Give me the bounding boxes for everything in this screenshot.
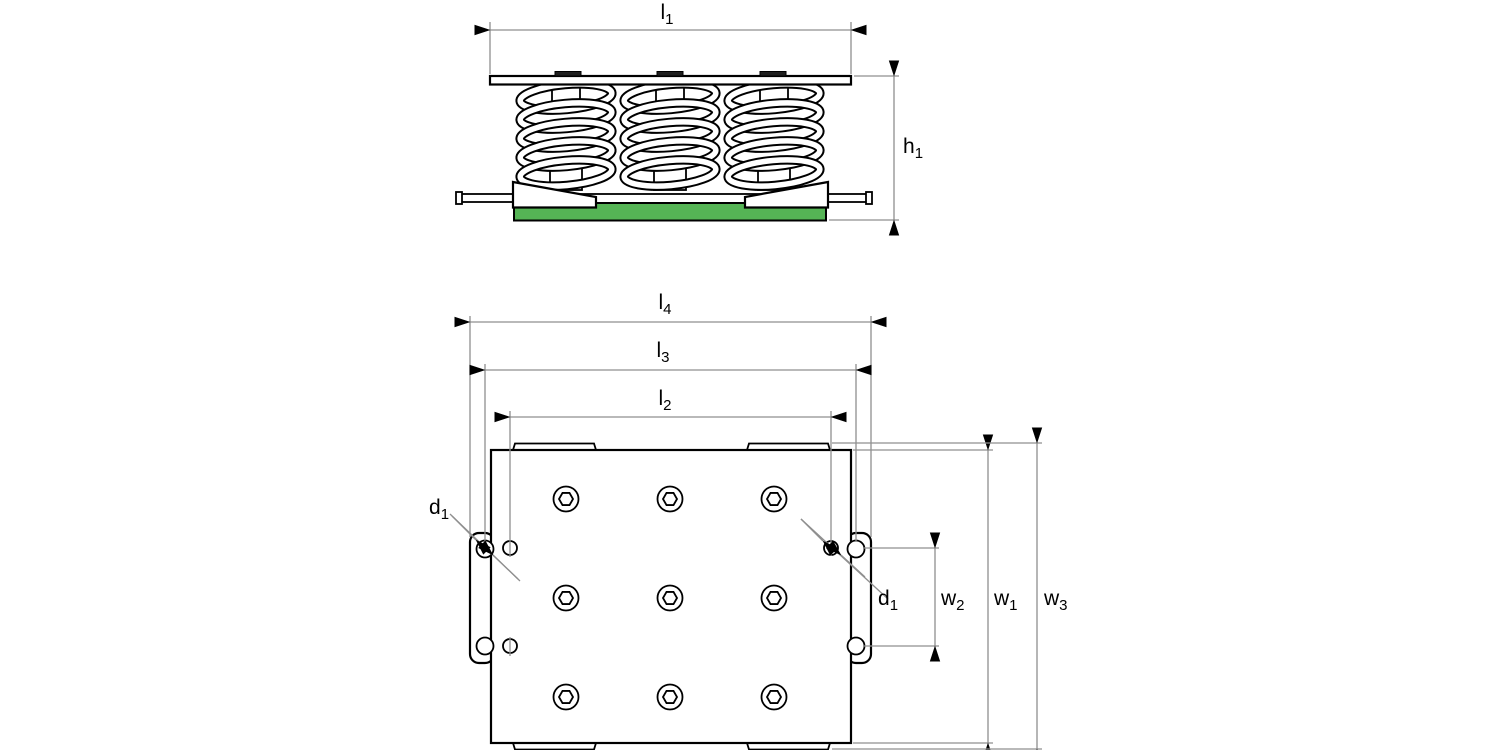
dim-label-l2: l2 bbox=[658, 387, 672, 415]
right-rod-cap bbox=[865, 191, 873, 205]
dim-label-w3: w3 bbox=[1044, 587, 1068, 615]
right-clamp-bracket bbox=[743, 180, 830, 209]
top-tab-middle bbox=[656, 71, 684, 77]
dim-label-l4: l4 bbox=[658, 291, 672, 319]
left-clamp-bracket bbox=[511, 180, 598, 209]
dim-w2 bbox=[864, 532, 941, 662]
dim-d1-left bbox=[449, 513, 521, 582]
plan-view bbox=[449, 316, 1043, 750]
side-elevation-view bbox=[455, 22, 900, 236]
dim-w1 bbox=[853, 434, 994, 750]
top-plate bbox=[488, 74, 853, 86]
right-rod bbox=[825, 193, 870, 203]
dim-l4 bbox=[454, 316, 887, 537]
dim-label-w1: w1 bbox=[994, 587, 1018, 615]
dim-l1 bbox=[474, 22, 867, 74]
dim-label-d1-left: d1 bbox=[429, 496, 450, 524]
flange-hole bbox=[475, 636, 495, 656]
spring-middle bbox=[623, 81, 717, 190]
flange-hole bbox=[846, 636, 866, 656]
dim-label-l3: l3 bbox=[656, 339, 670, 367]
dim-w3 bbox=[832, 427, 1043, 750]
top-tab-left bbox=[554, 71, 582, 77]
dim-d1-right bbox=[800, 518, 889, 600]
left-rod-cap bbox=[455, 191, 463, 205]
dim-label-h1: h1 bbox=[903, 135, 924, 163]
dim-label-l1: l1 bbox=[660, 1, 674, 29]
left-rod bbox=[458, 193, 516, 203]
dim-l3 bbox=[469, 364, 872, 549]
spring-left bbox=[519, 81, 613, 190]
dim-l2 bbox=[494, 411, 847, 656]
dim-label-d1-right: d1 bbox=[878, 587, 899, 615]
top-tab-right bbox=[759, 71, 787, 77]
dim-label-w2: w2 bbox=[941, 587, 965, 615]
dim-h1 bbox=[829, 60, 900, 236]
spring-right bbox=[727, 81, 821, 190]
flange-hole bbox=[846, 539, 866, 559]
